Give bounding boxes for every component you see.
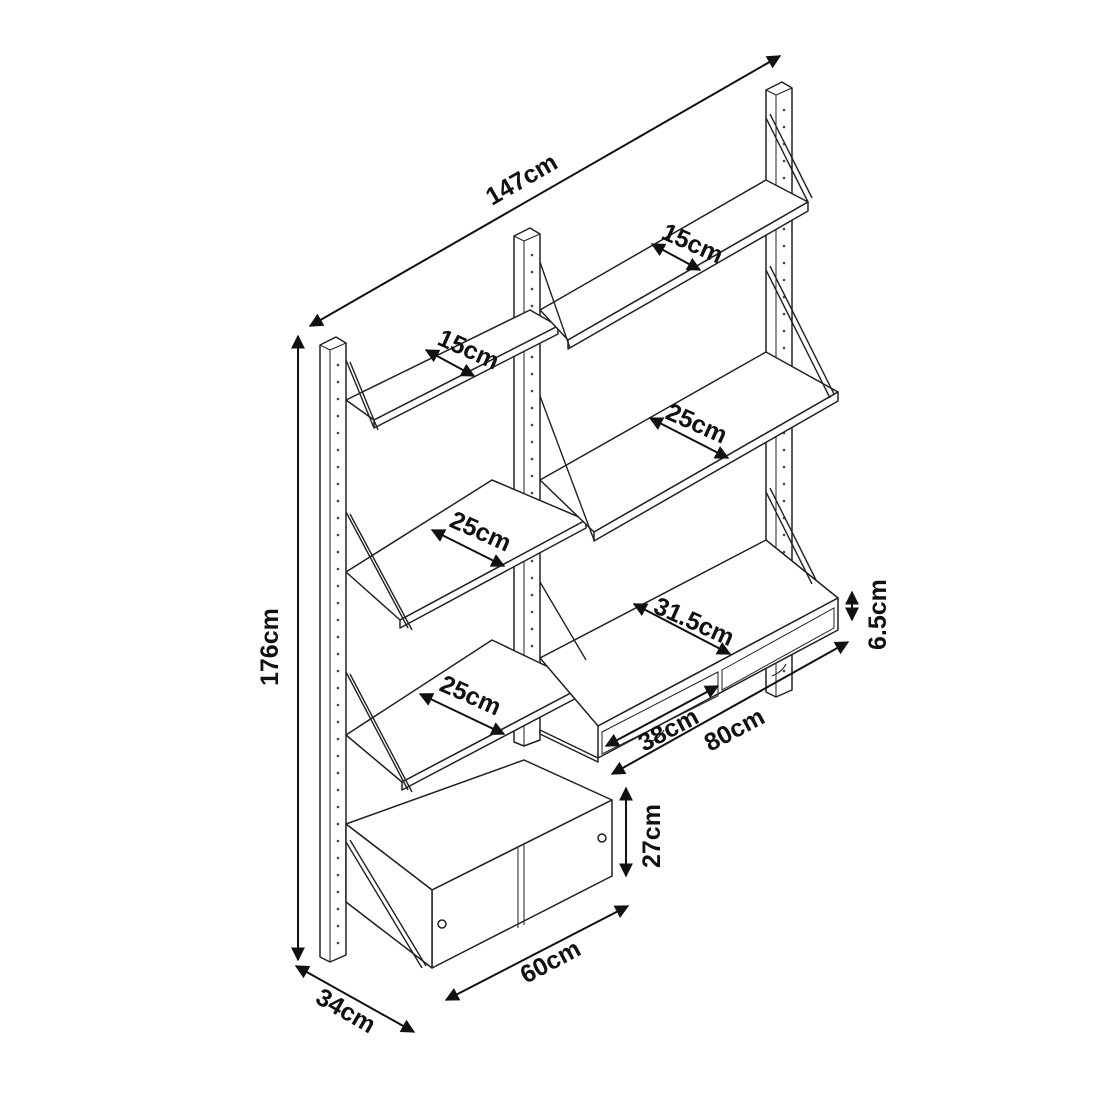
- upright-hole: [530, 287, 534, 291]
- upright-hole: [782, 482, 786, 486]
- upright-hole: [336, 499, 340, 503]
- upright-hole: [336, 397, 340, 401]
- upright-hole: [782, 669, 786, 673]
- upright-hole: [530, 304, 534, 308]
- upright-hole: [782, 312, 786, 316]
- upright-hole: [782, 329, 786, 333]
- upright-hole: [530, 389, 534, 393]
- upright-hole: [530, 593, 534, 597]
- dimension-drawer-height: 6.5cm: [845, 579, 892, 650]
- upright-hole: [782, 448, 786, 452]
- upright-hole: [530, 457, 534, 461]
- label-height: 176cm: [256, 608, 284, 686]
- upright-hole: [336, 720, 340, 724]
- label-cabinet-width: 60cm: [516, 935, 586, 990]
- upright-hole: [336, 516, 340, 520]
- upright-hole: [336, 805, 340, 809]
- upright-hole: [530, 253, 534, 257]
- upright-hole: [336, 822, 340, 826]
- upright-hole: [336, 618, 340, 622]
- label-desk-width: 80cm: [700, 703, 770, 758]
- upright-hole: [336, 873, 340, 877]
- upright-hole: [530, 406, 534, 410]
- upright-hole: [336, 567, 340, 571]
- upright-hole: [530, 491, 534, 495]
- upright-hole: [336, 941, 340, 945]
- upright-hole: [336, 533, 340, 537]
- upright-hole: [336, 788, 340, 792]
- upright-hole: [530, 474, 534, 478]
- upright-hole: [530, 576, 534, 580]
- upright-hole: [336, 584, 340, 588]
- upright-hole: [782, 261, 786, 265]
- upright-hole: [530, 644, 534, 648]
- upright-hole: [336, 414, 340, 418]
- upright-hole: [336, 550, 340, 554]
- label-total-width: 147cm: [481, 148, 562, 211]
- upright-hole: [782, 499, 786, 503]
- upright-hole: [782, 278, 786, 282]
- upright-hole: [336, 924, 340, 928]
- upright-hole: [782, 465, 786, 469]
- upright-hole: [530, 440, 534, 444]
- upright-hole: [336, 737, 340, 741]
- dimension-height: 176cm: [256, 334, 305, 962]
- upright-hole: [782, 346, 786, 350]
- upright-hole: [530, 423, 534, 427]
- upright-hole: [336, 771, 340, 775]
- upright-hole: [336, 601, 340, 605]
- upright-hole: [530, 610, 534, 614]
- upright-hole: [782, 108, 786, 112]
- upright-hole: [336, 652, 340, 656]
- upright-hole: [782, 550, 786, 554]
- upright-hole: [336, 363, 340, 367]
- label-drawer-height: 6.5cm: [864, 579, 892, 650]
- dimension-cabinet-height: 27cm: [619, 786, 666, 878]
- upright-hole: [336, 448, 340, 452]
- upright-hole: [782, 244, 786, 248]
- upright-hole: [530, 627, 534, 631]
- upright-hole: [336, 856, 340, 860]
- dimension-depth: 34cm: [294, 965, 416, 1039]
- upright-hole: [336, 431, 340, 435]
- upright-hole: [336, 907, 340, 911]
- label-depth: 34cm: [311, 983, 380, 1039]
- upright-hole: [530, 270, 534, 274]
- upright-hole: [530, 372, 534, 376]
- label-cabinet-height: 27cm: [638, 804, 666, 868]
- upright-left: [319, 336, 347, 963]
- upright-hole: [336, 754, 340, 758]
- upright-hole: [530, 559, 534, 563]
- upright-hole: [336, 839, 340, 843]
- upright-hole: [336, 890, 340, 894]
- upright-hole: [782, 125, 786, 129]
- upright-hole: [336, 380, 340, 384]
- upright-hole: [782, 227, 786, 231]
- upright-hole: [336, 686, 340, 690]
- upright-hole: [336, 465, 340, 469]
- shelf-mid-left: [345, 479, 587, 631]
- upright-hole: [782, 159, 786, 163]
- upright-hole: [530, 355, 534, 359]
- dimension-total-width: 147cm: [308, 55, 782, 327]
- upright-hole: [782, 176, 786, 180]
- upright-hole: [782, 533, 786, 537]
- upright-hole: [336, 703, 340, 707]
- upright-hole: [336, 669, 340, 673]
- upright-hole: [336, 635, 340, 639]
- upright-hole: [336, 482, 340, 486]
